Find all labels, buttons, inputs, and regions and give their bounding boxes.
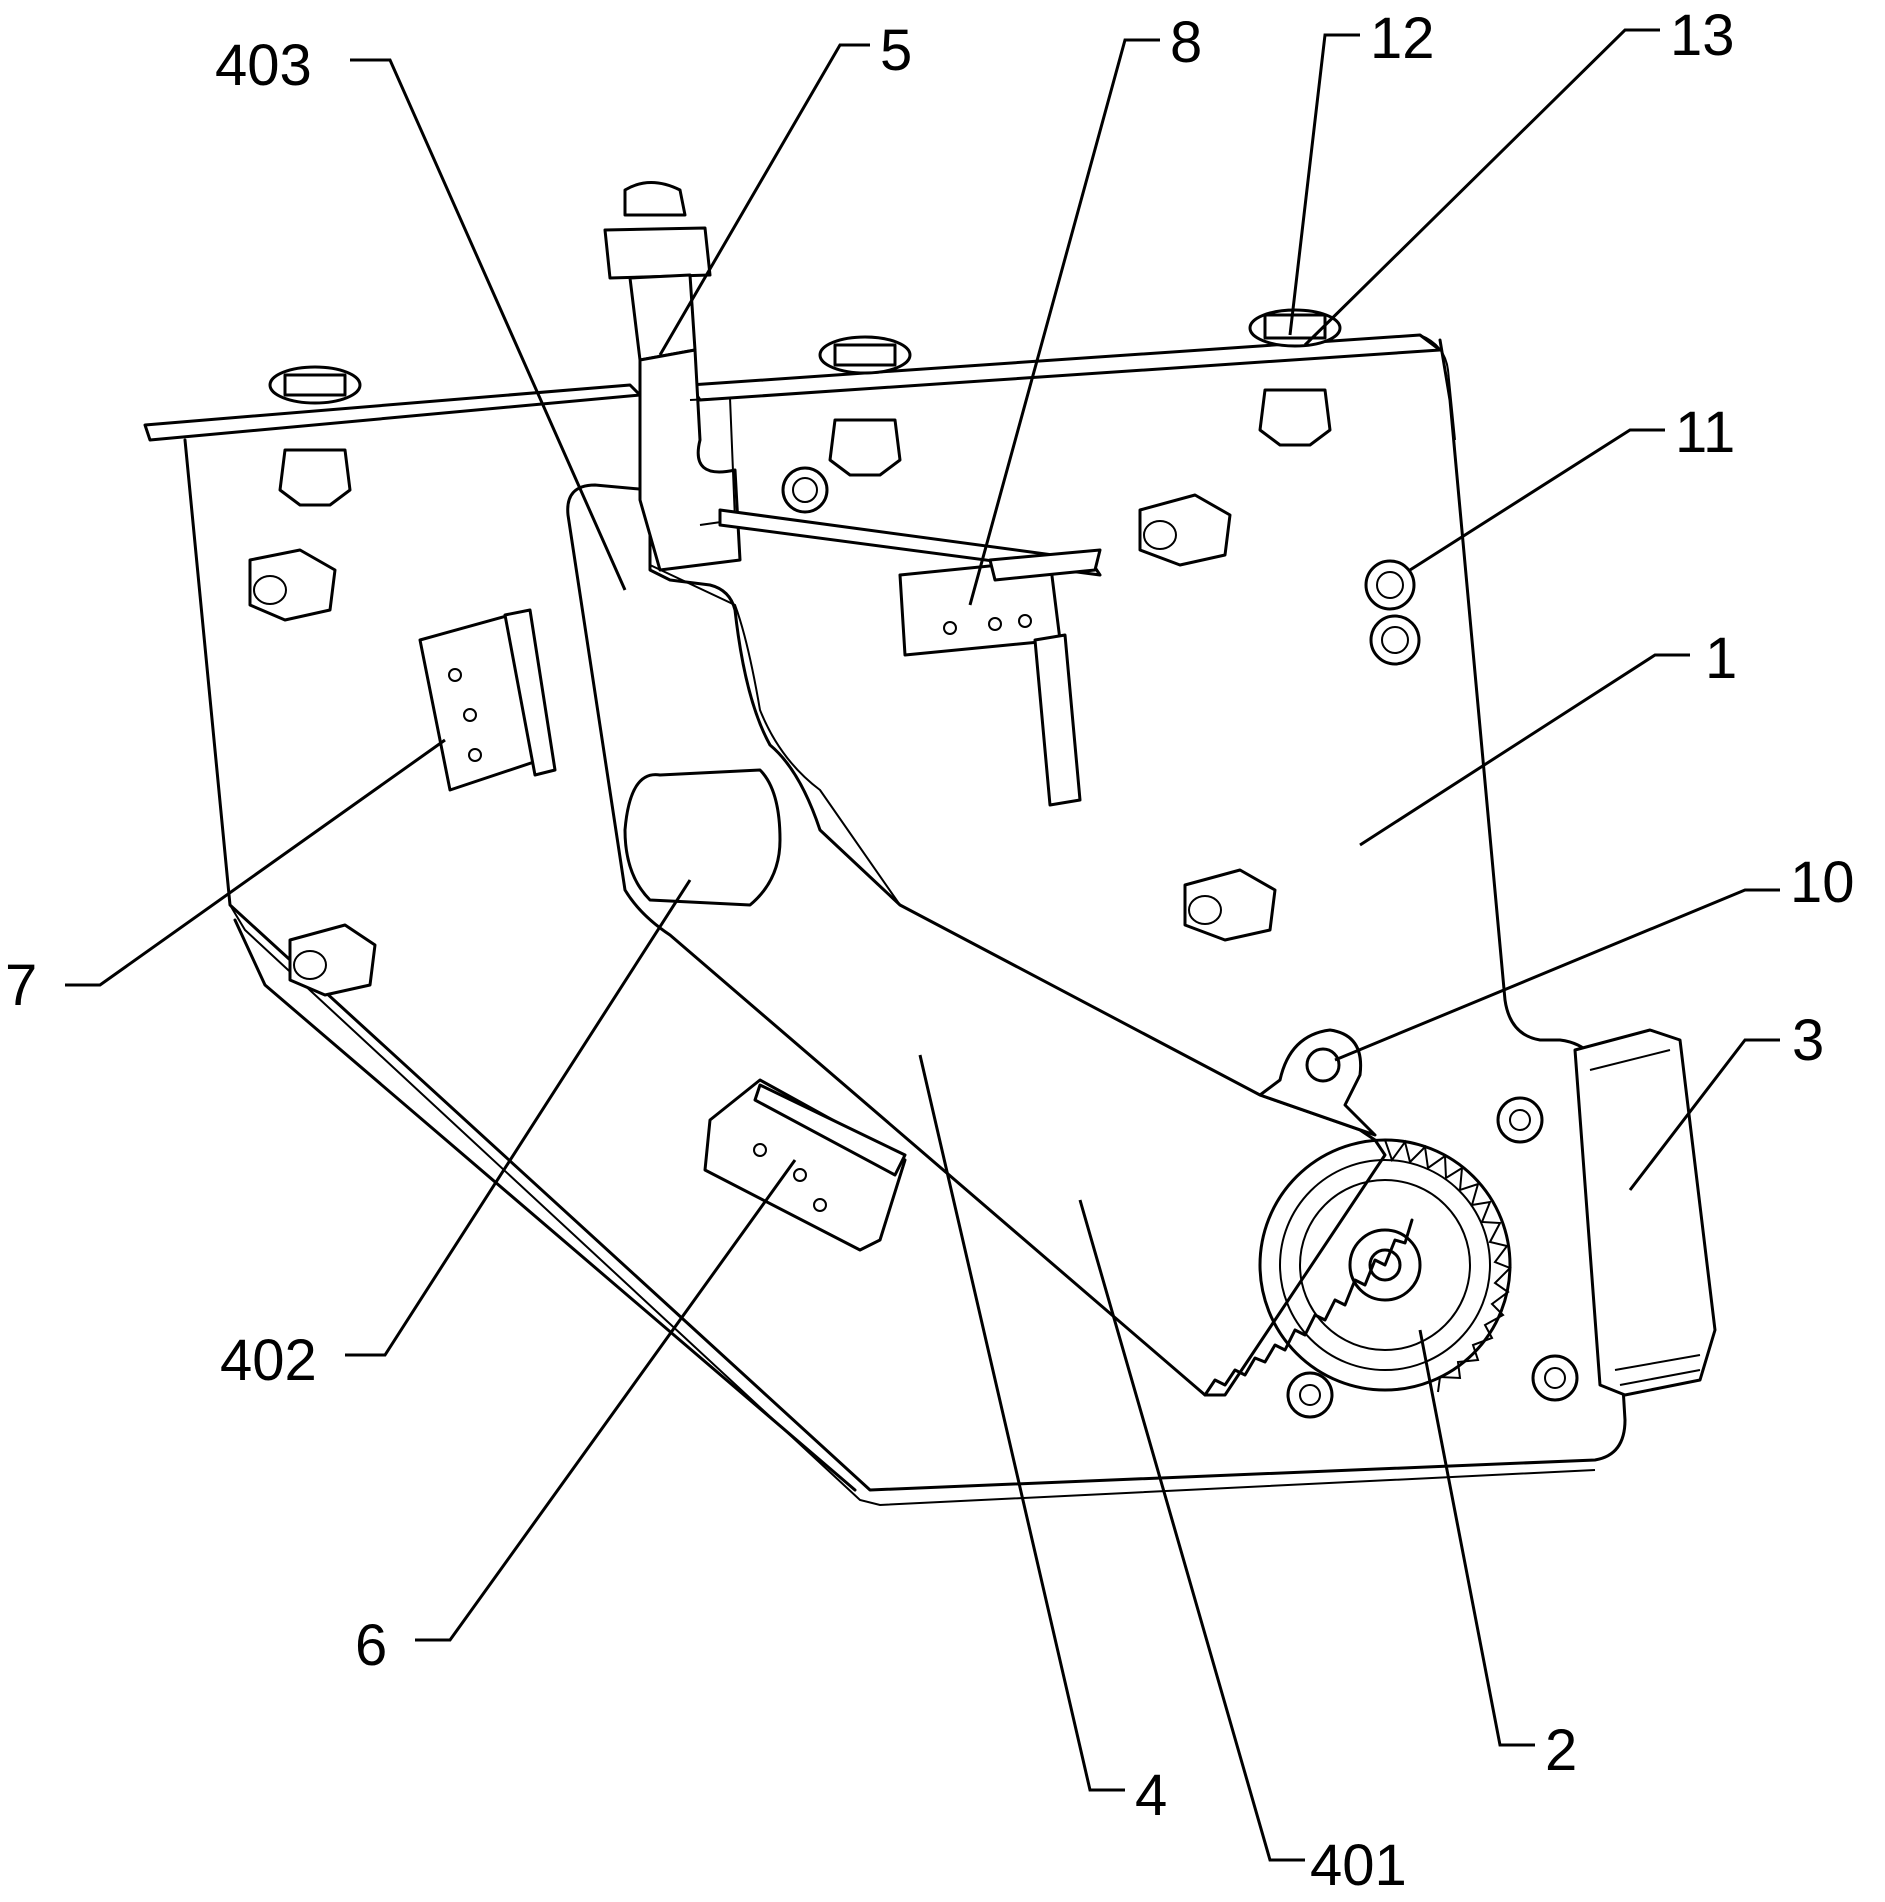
microswitch-7	[420, 610, 555, 790]
label-5: 5	[880, 18, 912, 83]
label-4: 4	[1135, 1763, 1167, 1828]
motor-body	[1575, 1030, 1715, 1395]
label-6: 6	[355, 1613, 387, 1678]
label-13: 13	[1670, 3, 1735, 68]
gear-teeth	[1385, 1140, 1510, 1392]
label-401: 401	[1310, 1833, 1407, 1898]
label-3: 3	[1792, 1008, 1824, 1073]
label-403: 403	[215, 33, 312, 98]
top-flange-left	[145, 385, 640, 440]
label-8: 8	[1170, 10, 1202, 75]
label-11: 11	[1675, 400, 1735, 465]
label-7: 7	[5, 953, 37, 1018]
label-2: 2	[1545, 1718, 1577, 1783]
label-12: 12	[1370, 6, 1435, 71]
window-402	[625, 770, 780, 905]
label-1: 1	[1705, 626, 1737, 691]
label-10: 10	[1790, 850, 1855, 915]
top-flange-right	[690, 335, 1440, 400]
label-402: 402	[220, 1328, 317, 1393]
screws-11	[1366, 561, 1419, 664]
microswitch-8	[900, 550, 1100, 805]
